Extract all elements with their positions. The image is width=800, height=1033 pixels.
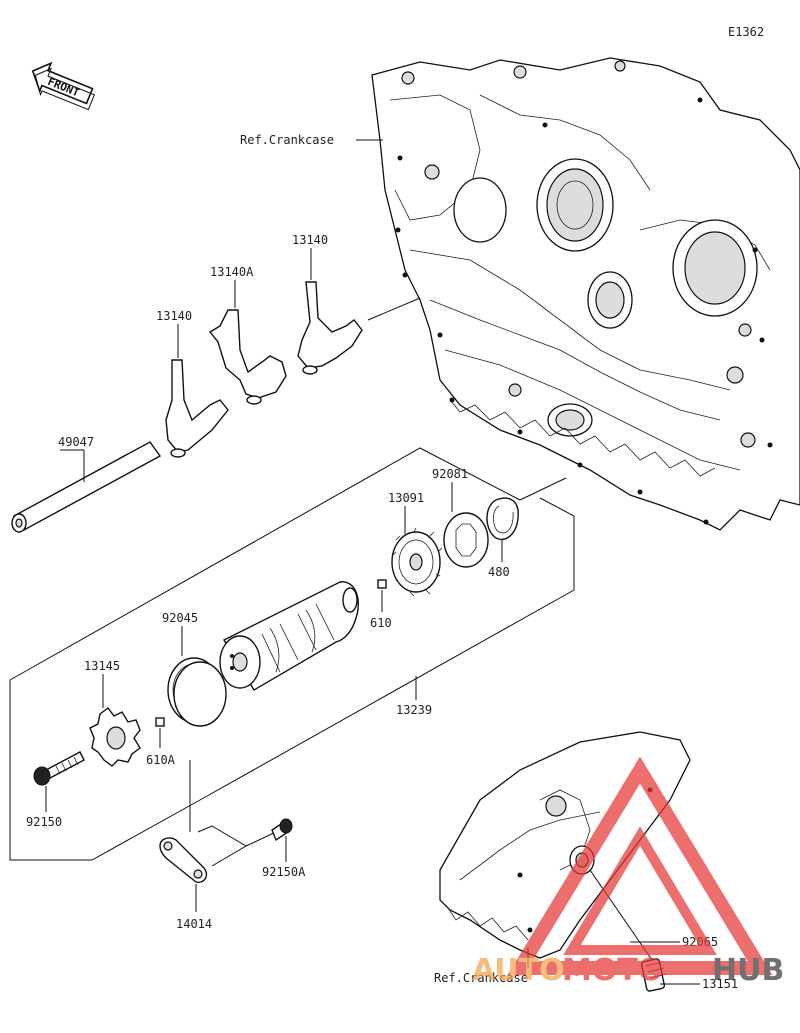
ref-crankcase-bottom-label: Ref.Crankcase (434, 971, 528, 985)
part-92045-label: 92045 (162, 611, 198, 625)
lower-crankcase-illustration (439, 731, 691, 959)
part-13145-label: 13145 (84, 659, 120, 673)
diagram-code: E1362 (728, 25, 764, 39)
part-13091-gear (391, 527, 443, 597)
part-14014-label: 14014 (176, 917, 212, 931)
part-13140a-label: 13140A (210, 265, 254, 279)
part-13091-label: 13091 (388, 491, 424, 505)
crankcase-illustration (371, 57, 800, 531)
part-480-circlip (486, 497, 519, 541)
shift-drum-13239 (219, 581, 359, 691)
part-92081-label: 92081 (432, 467, 468, 481)
link-plate-14014 (159, 837, 208, 883)
bolt-92150a (271, 818, 293, 842)
part-610-pin (377, 579, 387, 589)
part-92150a-label: 92150A (262, 865, 306, 879)
part-13145-star (89, 707, 141, 767)
part-13140-right-label: 13140 (292, 233, 328, 247)
bolt-92150 (33, 751, 85, 786)
watermark-hub: HUB (712, 953, 784, 988)
part-480-label: 480 (488, 565, 510, 579)
part-49047-label: 49047 (58, 435, 94, 449)
automotohub-watermark: AUTO MOTO HUB (472, 756, 784, 988)
part-13151-label: 13151 (702, 977, 738, 991)
watermark-auto: AUTO (472, 953, 565, 988)
front-arrow-icon: FRONT (31, 61, 95, 111)
watermark-moto: MOTO (562, 953, 663, 988)
part-92081-plate (443, 512, 489, 568)
shift-fork-13140a (208, 309, 287, 405)
part-610a-label: 610A (146, 753, 176, 767)
part-92150-label: 92150 (26, 815, 62, 829)
shift-rod-49047 (11, 441, 162, 533)
part-13140-left-label: 13140 (156, 309, 192, 323)
shift-fork-13140-left (165, 359, 229, 458)
shift-fork-13140-right (297, 281, 363, 375)
part-610a-pin (155, 717, 165, 727)
bearing-92045 (167, 657, 227, 727)
part-610-label: 610 (370, 616, 392, 630)
part-13239-label: 13239 (396, 703, 432, 717)
ref-crankcase-top-label: Ref.Crankcase (240, 133, 334, 147)
